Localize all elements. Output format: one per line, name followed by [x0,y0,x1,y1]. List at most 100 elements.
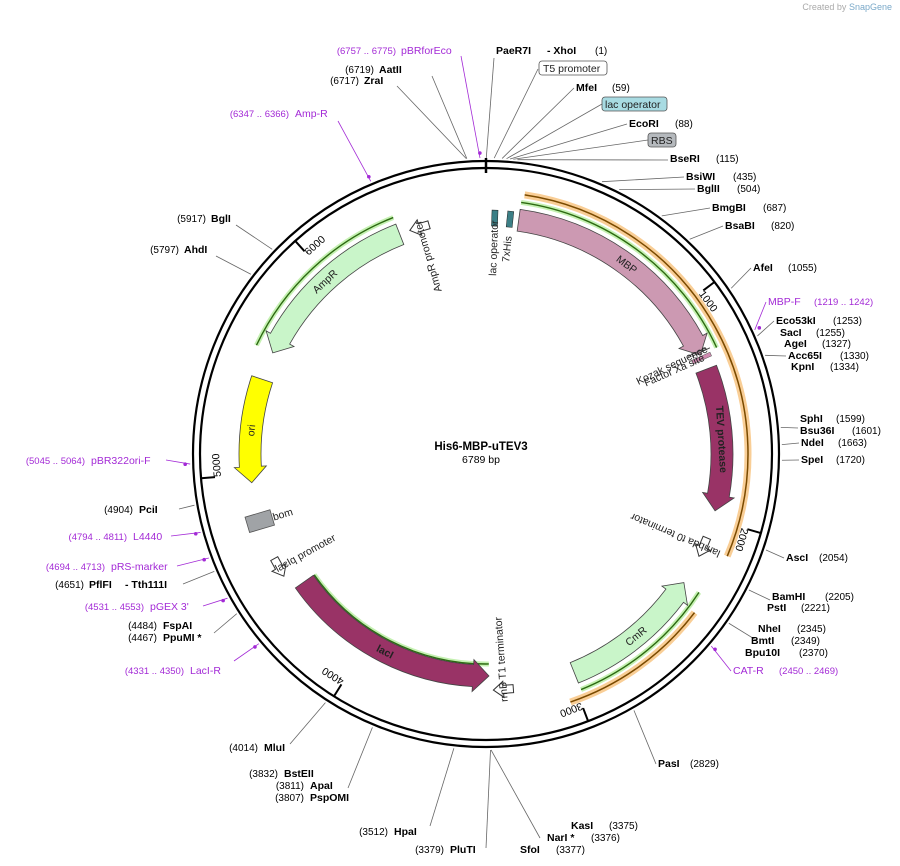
primer-amp-r: Amp-R [295,108,328,120]
primer-l4440: L4440 [133,531,162,543]
site-position: (5797) [150,245,179,256]
primer-mark [183,462,187,467]
site-position: (2054) [819,553,848,564]
leader-line [748,589,771,601]
tick-label: 5000 [210,453,224,477]
site-bsiwi: BsiWI [686,171,715,183]
feature-arrow-tev-protease [695,364,736,512]
site-pluti: PluTI [450,844,476,856]
site-mlui: MluI [264,742,285,754]
feature-label-7xhis: 7xHis [500,235,515,262]
feature-box-lac-operator [491,209,499,227]
feature-arrow-ampr [265,223,405,354]
feature-arrow-mbp [516,208,708,356]
feature-arrow-ori [233,375,274,484]
site-position: (2345) [797,624,826,635]
primer-range: (6757 .. 6775) [337,46,396,57]
site-position: (504) [737,184,760,195]
leader-line [182,571,215,585]
leader-line [501,87,575,159]
site-position: (2349) [791,636,820,647]
site-bamhi: BamHI [772,591,805,603]
translated-region-line [524,194,749,557]
leader-line [235,224,273,250]
translated-region-line [570,612,696,703]
site-position: (1055) [788,263,817,274]
tick-label: 4000 [320,664,346,687]
site-position: (1) [595,46,607,57]
feature-box-factor-xa-site [691,351,712,365]
lac-operator-box [601,96,668,112]
leader-line [601,176,685,183]
leader-line [337,120,372,182]
site-eco53ki: Eco53kI [776,315,816,327]
site-position: (2221) [801,603,830,614]
leader-line [215,255,252,275]
plasmid-length: 6789 bp [462,454,500,466]
site-position: (3811) [276,781,304,792]
site-sfoi: SfoI [520,844,540,856]
t5-promoter-box [538,60,608,76]
feature-label-ori: ori [245,424,258,437]
primer-range: (4331 .. 4350) [125,666,184,677]
leader-line [509,123,628,160]
leader-line [213,613,238,634]
site-position: (1253) [833,316,862,327]
top-left-labels: (6757 .. 6775) pBRforEco (6719) AatII (6… [150,45,452,256]
site-xhoi: - XhoI [547,45,576,57]
leader-line [728,622,757,641]
feature-arrow-cmr [569,582,689,684]
primer-prs-marker: pRS-marker [111,561,168,573]
site-kpni: KpnI [791,361,814,373]
site-position: (3375) [609,821,638,832]
site-bmti: BmtI [751,635,774,647]
site-asci: AscI [786,552,808,564]
primer-laci-r: LacI-R [190,665,221,677]
site-position: (4651) [55,580,84,591]
primer-range: (5045 .. 5064) [26,456,85,467]
leader-line-layer [165,55,800,849]
site-hpai: HpaI [394,826,417,838]
leader-line [757,320,775,337]
site-position: (6719) [345,65,374,76]
leader-line [485,749,491,849]
site-position: (3379) [415,845,444,856]
site-bseri: BseRI [670,153,700,165]
primer-range: (4531 .. 4553) [85,602,144,613]
feature-arrow-ampr-promoter [409,218,431,237]
site-sphi: SphI [800,413,823,425]
site-spei: SpeI [801,454,823,466]
site-tth111i: - Tth111I [125,579,167,591]
site-position: (59) [612,83,630,94]
primer-range: (6347 .. 6366) [230,109,289,120]
leader-line [490,749,541,839]
tick-mark [747,528,762,535]
feature-box-bom [244,509,275,534]
snapgene-logo: SnapGene [848,2,892,12]
site-position: (3832) [249,769,278,780]
primer-range: (1219 .. 1242) [814,297,873,308]
site-pasi: PasI [658,758,680,770]
site-saci: SacI [780,327,802,339]
leader-line [765,354,787,357]
site-position: (1255) [816,328,845,339]
site-position: (3512) [359,827,388,838]
tick-mark [294,240,306,253]
feature-label-ampr-promoter: AmpR promoter [412,219,445,294]
site-position: (1720) [836,455,865,466]
feature-arrow-laciq-promoter [270,556,287,577]
feature-label-lambda-t0-terminator: lambda t0 terminator [628,510,722,559]
site-position: (4484) [128,621,157,632]
primer-mark [757,326,762,330]
tick-mark [702,281,716,292]
leader-line [493,68,539,159]
site-position: (88) [675,119,693,130]
site-aatii: AatII [379,64,402,76]
site-position: (4014) [229,743,258,754]
leader-line [513,139,649,160]
site-psti: PstI [767,602,786,614]
feature-arrow-laci [294,574,490,693]
site-position: (5917) [177,214,206,225]
primer-mark [253,645,257,649]
site-position: (3376) [591,833,620,844]
